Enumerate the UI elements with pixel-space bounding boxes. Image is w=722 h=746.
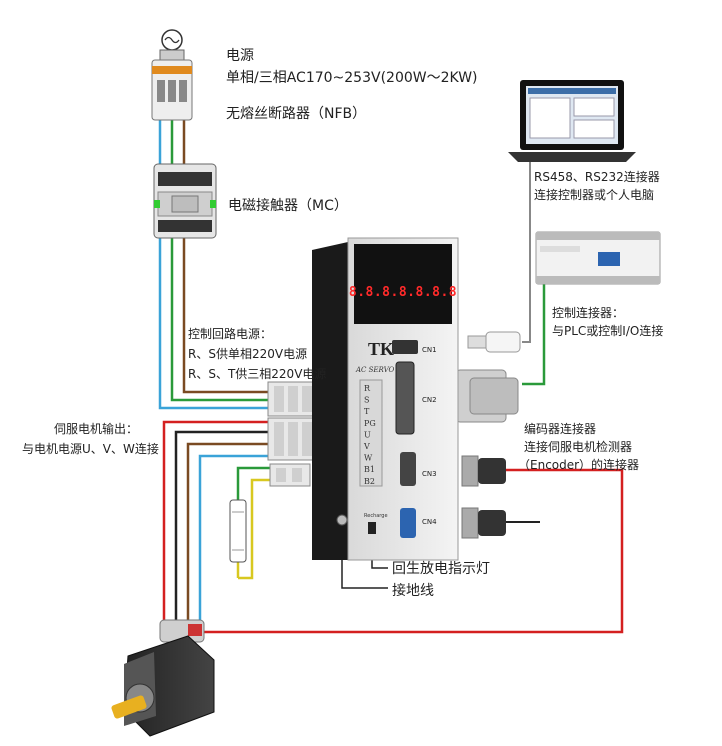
wire-red-encoder [200, 468, 624, 634]
wire-brown-motor [186, 442, 270, 622]
motor-output-line1: 伺服电机输出： [54, 422, 139, 436]
regen-resistor [229, 499, 247, 563]
terminal-label: S [364, 396, 369, 405]
drive-brand: TK [368, 339, 394, 359]
db-connector-cn2 [455, 369, 519, 423]
port-label: CN3 [422, 470, 437, 478]
wire-brown-main [182, 238, 270, 394]
db-connector-cn4 [461, 507, 506, 539]
regen-indicator-led [368, 522, 376, 534]
terminal-label: PG [364, 419, 376, 428]
wire-green-plc [522, 280, 546, 386]
wire-blue-motor [198, 454, 270, 622]
plc-line1: 控制连接器： [552, 306, 625, 320]
plc-line2: 与PLC或控制I/O连接 [552, 324, 664, 338]
encoder-line2: 连接伺服电机检测器 [524, 440, 633, 454]
led-display: 8.8.8.8.8.8.8 [349, 285, 457, 300]
recharge-label: Recharge [364, 513, 388, 519]
drive-series: AC SERVO [355, 366, 394, 374]
terminal-block-regen [269, 463, 311, 487]
plc-icon [535, 231, 661, 285]
circuit-breaker [151, 29, 193, 121]
motor-output-line2: 与电机电源U、V、W连接 [22, 442, 159, 456]
port-label: CN1 [422, 346, 437, 354]
usb-connector [467, 331, 521, 353]
wire-green-main [170, 238, 270, 402]
ground-label: 接地线 [392, 583, 434, 599]
contactor-label: 电磁接触器（MC） [228, 198, 348, 214]
wire-blue-main [158, 238, 270, 410]
ground-screw [336, 514, 348, 526]
port-label: CN2 [422, 396, 437, 404]
terminal-label: T [364, 407, 370, 416]
wire-black-motor [174, 430, 270, 622]
wire-gray-pc [522, 160, 531, 343]
pc-line1: RS458、RS232连接器 [534, 170, 660, 184]
control-power-line3: R、S、T供三相220V电源 [188, 367, 327, 381]
motor-shaft [111, 695, 147, 719]
servo-motor [111, 619, 215, 737]
terminal-label: W [364, 454, 373, 463]
terminal-label: B1 [364, 465, 375, 474]
wire-green-regen [236, 466, 272, 500]
led-display-digits: 8.8.8.8.8.8.8 [349, 285, 457, 300]
regen-label: 回生放电指示灯 [392, 561, 490, 577]
db-connector-cn3 [461, 455, 506, 487]
terminal-label: B2 [364, 477, 375, 486]
port-label: CN4 [422, 518, 437, 526]
terminal-label: V [363, 442, 370, 451]
wire-yellow-regen [238, 478, 272, 580]
control-power-line1: 控制回路电源： [188, 327, 273, 341]
wire-red-motor [162, 420, 270, 622]
magnetic-contactor [153, 163, 217, 239]
breaker-label: 无熔丝断路器（NFB） [226, 106, 367, 122]
wires [158, 120, 624, 634]
power-title: 电源 [226, 48, 254, 64]
terminal-label: U [364, 430, 371, 439]
laptop-icon [508, 80, 636, 162]
control-power-line2: R、S供单相220V电源 [188, 347, 308, 361]
terminal-block-motor [267, 417, 315, 461]
power-spec: 单相/三相AC170~253V(200W～2KW) [226, 70, 478, 86]
encoder-line1: 编码器连接器 [524, 422, 597, 436]
terminal-block-power [267, 381, 315, 417]
pc-line2: 连接控制器或个人电脑 [534, 188, 655, 202]
terminal-label: R [364, 384, 371, 393]
encoder-line3: （Encoder）的连接器 [518, 458, 640, 472]
